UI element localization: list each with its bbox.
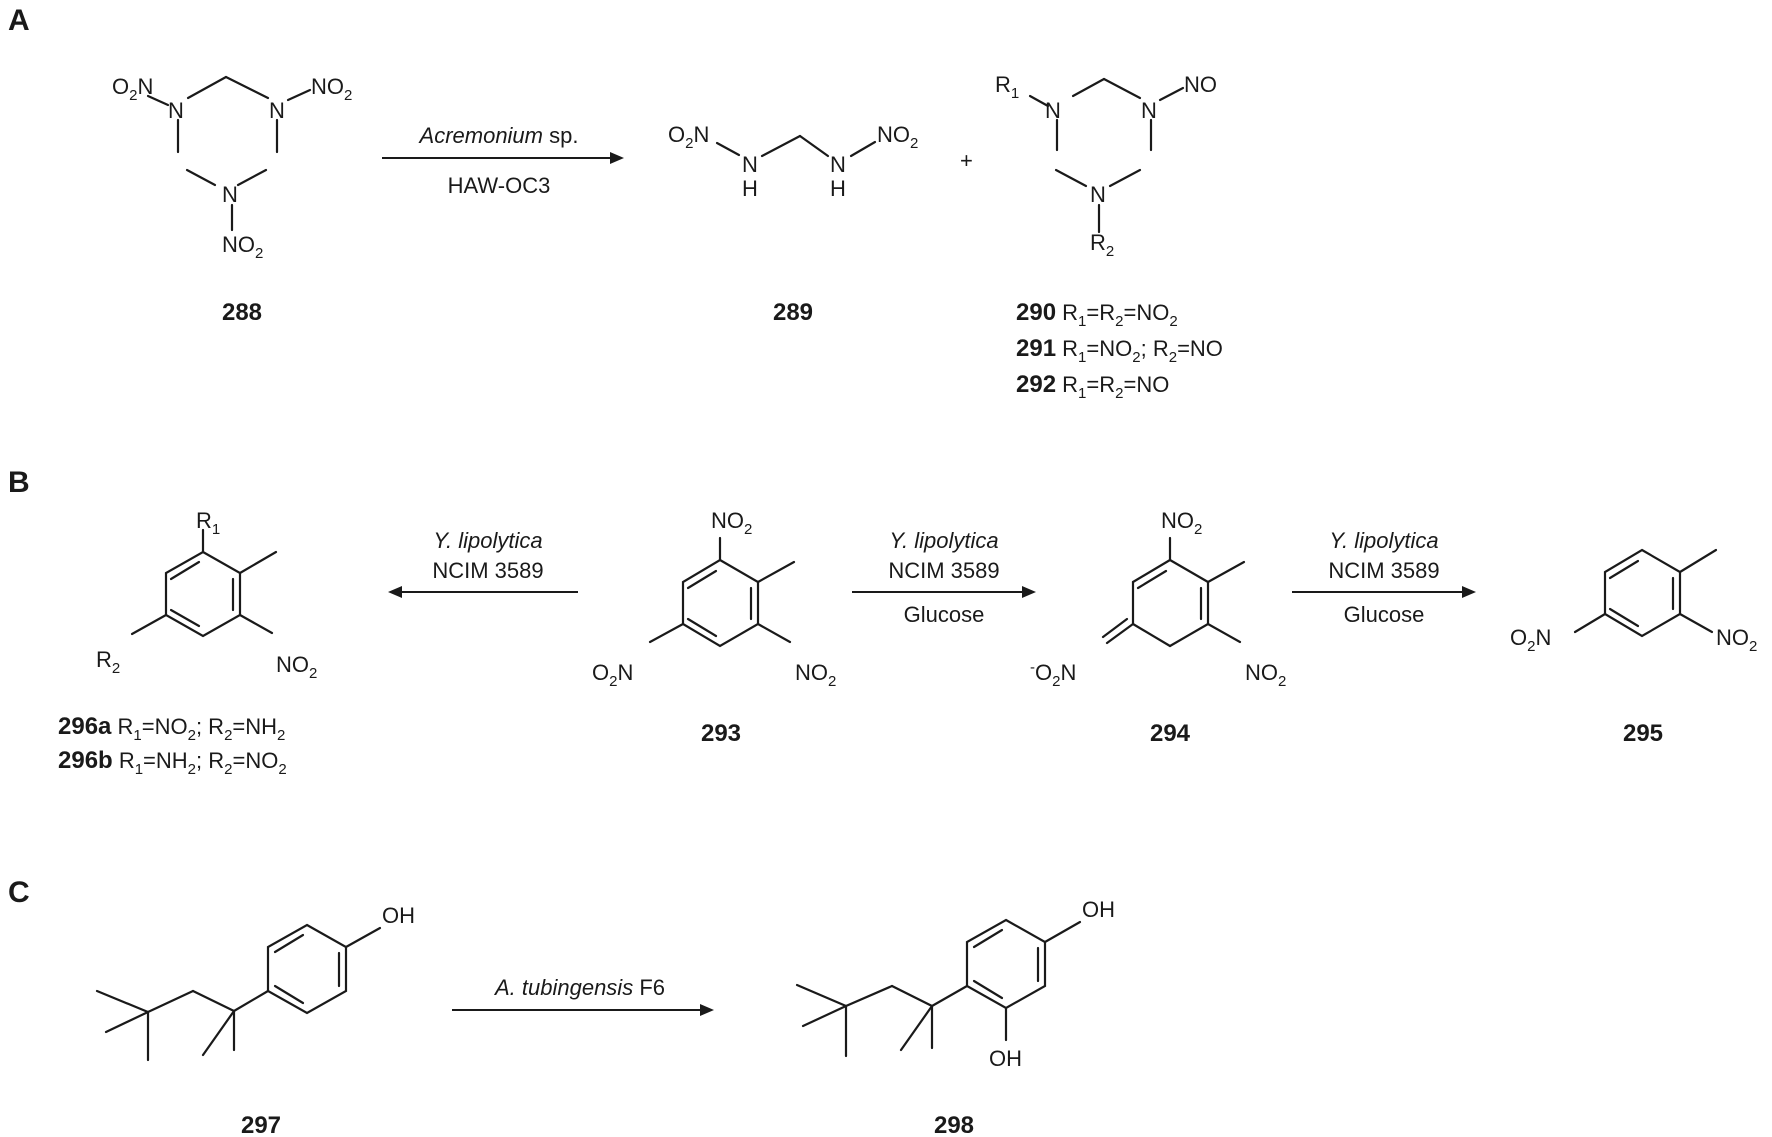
atom-n: N bbox=[269, 98, 285, 123]
compound-variant-296a: 296a R1=NO2; R2=NH2 bbox=[58, 713, 285, 744]
reaction-conditions-c: A. tubingensis F6 bbox=[493, 975, 665, 1000]
structure-290-292: N N N R1 NO R2 bbox=[995, 72, 1217, 260]
reaction-arrow-b-mid bbox=[852, 586, 1036, 598]
nitro-group: O2N bbox=[1510, 625, 1551, 655]
nitronate-group: -O2N bbox=[1030, 659, 1076, 690]
panel-c-label: C bbox=[8, 876, 30, 909]
structure-298: OH OH bbox=[795, 897, 1115, 1071]
nitro-group: NO2 bbox=[1716, 625, 1757, 655]
reaction-arrow-a bbox=[382, 152, 624, 164]
strain-label: NCIM 3589 bbox=[432, 558, 543, 583]
structure-297: OH bbox=[95, 903, 415, 1062]
atom-h: H bbox=[830, 176, 846, 201]
structure-293: NO2 O2N NO2 bbox=[592, 508, 836, 690]
nitro-group: O2N bbox=[592, 660, 633, 690]
strain-label: NCIM 3589 bbox=[888, 558, 999, 583]
compound-label-294: 294 bbox=[1150, 720, 1191, 747]
compound-label-295: 295 bbox=[1623, 720, 1663, 747]
nitro-group: NO2 bbox=[222, 232, 263, 262]
r1-group: R1 bbox=[995, 72, 1019, 102]
strain-label: NCIM 3589 bbox=[1328, 558, 1439, 583]
nitro-group: NO2 bbox=[711, 508, 752, 538]
nitro-group: O2N bbox=[112, 74, 153, 104]
compound-variant-290: 290 R1=R2=NO2 bbox=[1016, 299, 1178, 330]
atom-n: N bbox=[1141, 98, 1157, 123]
structure-295: O2N NO2 bbox=[1510, 548, 1757, 655]
nitro-group: O2N bbox=[668, 122, 709, 152]
plus-sign: + bbox=[960, 148, 973, 173]
organism-label: Y. lipolytica bbox=[889, 528, 998, 553]
nitro-group: NO2 bbox=[276, 652, 317, 682]
cofactor-label: Glucose bbox=[1344, 602, 1425, 627]
r1-group: R1 bbox=[196, 508, 220, 538]
structure-296: R1 R2 NO2 bbox=[96, 508, 317, 682]
atom-n: N bbox=[1045, 98, 1061, 123]
organism-label: Y. lipolytica bbox=[1329, 528, 1438, 553]
atom-n: N bbox=[830, 152, 846, 177]
compound-label-297: 297 bbox=[241, 1112, 281, 1137]
nitro-group: NO2 bbox=[877, 122, 918, 152]
compound-label-289: 289 bbox=[773, 299, 813, 326]
compound-variant-291: 291 R1=NO2; R2=NO bbox=[1016, 335, 1223, 366]
atom-n: N bbox=[168, 98, 184, 123]
atom-h: H bbox=[742, 176, 758, 201]
structure-294: NO2 -O2N NO2 bbox=[1030, 508, 1286, 690]
hydroxyl-group: OH bbox=[989, 1046, 1022, 1071]
compound-label-288: 288 bbox=[222, 299, 262, 326]
atom-n: N bbox=[1090, 182, 1106, 207]
structure-289: O2N N H N H NO2 bbox=[668, 122, 918, 201]
reaction-conditions-a: Acremonium sp. bbox=[418, 123, 579, 148]
hydroxyl-group: OH bbox=[382, 903, 415, 928]
nitro-group: NO2 bbox=[311, 74, 352, 104]
compound-label-298: 298 bbox=[934, 1112, 974, 1137]
r2-group: R2 bbox=[96, 647, 120, 677]
nitro-group: NO2 bbox=[1245, 660, 1286, 690]
nitro-group: NO2 bbox=[1161, 508, 1202, 538]
nitroso-group: NO bbox=[1184, 72, 1217, 97]
reaction-arrow-b-right bbox=[1292, 586, 1476, 598]
compound-variant-292: 292 R1=R2=NO bbox=[1016, 371, 1169, 402]
reaction-arrow-c bbox=[452, 1004, 714, 1016]
organism-label: Y. lipolytica bbox=[433, 528, 542, 553]
nitro-group: NO2 bbox=[795, 660, 836, 690]
panel-b-label: B bbox=[8, 466, 30, 499]
panel-a-label: A bbox=[8, 4, 30, 37]
compound-variant-296b: 296b R1=NH2; R2=NO2 bbox=[58, 747, 287, 778]
atom-n: N bbox=[222, 182, 238, 207]
hydroxyl-group: OH bbox=[1082, 897, 1115, 922]
reaction-arrow-b-left bbox=[388, 586, 578, 598]
r2-group: R2 bbox=[1090, 230, 1114, 260]
cofactor-label: Glucose bbox=[904, 602, 985, 627]
strain-label: HAW-OC3 bbox=[448, 173, 551, 198]
compound-label-293: 293 bbox=[701, 720, 741, 747]
structure-288: N N N O2N NO2 NO2 bbox=[112, 74, 352, 262]
atom-n: N bbox=[742, 152, 758, 177]
